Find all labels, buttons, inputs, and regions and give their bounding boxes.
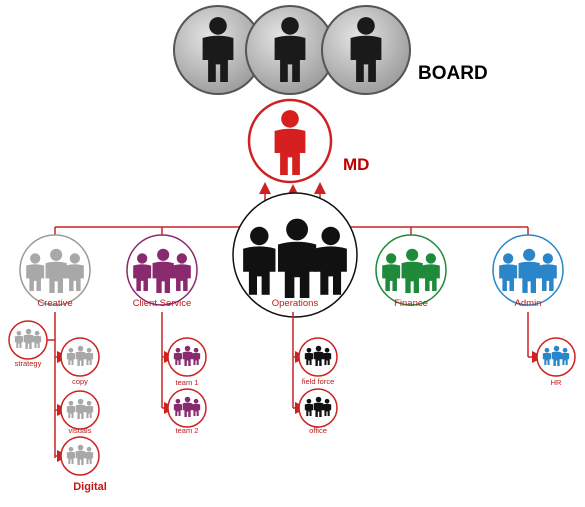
digital-label: Digital	[73, 481, 107, 493]
department-label: Operations	[272, 298, 319, 309]
department-label: Creative	[37, 298, 72, 309]
subunit-copy: copy	[60, 337, 100, 386]
md-label: MD	[343, 155, 369, 174]
subunit-label: field force	[302, 377, 335, 386]
subunit-hr: HR	[536, 337, 576, 387]
department-admin: Admin	[492, 234, 564, 309]
subunit-connectors	[40, 312, 544, 462]
subunit-team-1: team 1	[167, 337, 207, 387]
subunit-label: visuals	[69, 426, 92, 435]
subunit-office: office	[298, 388, 338, 435]
department-label: Finance	[394, 298, 428, 309]
subunit-strategy: strategy	[8, 320, 48, 368]
subunit-team-2: team 2	[167, 388, 207, 435]
subunit-digital: Digital	[60, 436, 107, 493]
department-creative: Creative	[19, 234, 91, 309]
subunit-visuals: visuals	[60, 390, 100, 435]
board-member-icon	[245, 5, 335, 95]
board-group: BOARD	[173, 5, 488, 95]
department-label: Admin	[515, 298, 542, 309]
subunit-label: office	[309, 426, 327, 435]
subunit-label: team 2	[176, 426, 199, 435]
board-label: BOARD	[418, 63, 488, 84]
subunit-label: HR	[551, 378, 562, 387]
department-finance: Finance	[375, 234, 447, 309]
department-client-service: Client Service	[126, 234, 198, 309]
department-operations: Operations	[232, 192, 358, 318]
subunit-field-force: field force	[298, 337, 338, 386]
md-group: MD	[247, 98, 369, 184]
subunit-label: team 1	[176, 378, 199, 387]
board-member-icon	[321, 5, 411, 95]
department-label: Client Service	[133, 298, 192, 309]
subunit-label: strategy	[15, 359, 42, 368]
subunit-label: copy	[72, 377, 88, 386]
